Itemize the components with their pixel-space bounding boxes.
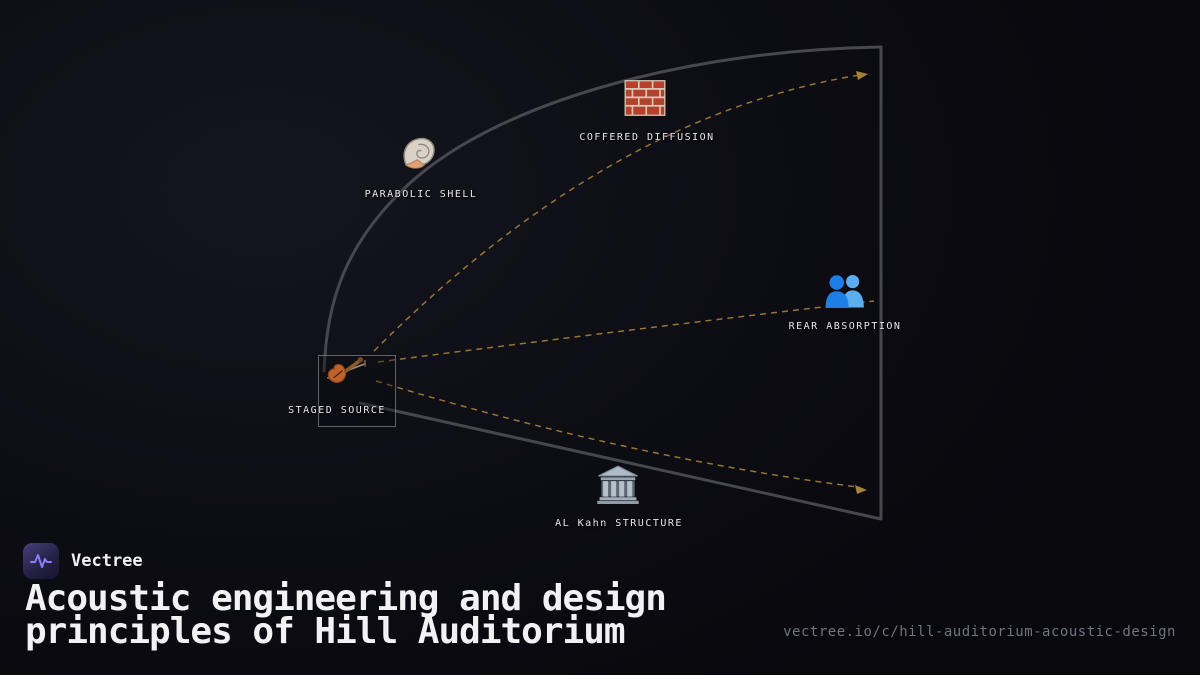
ray-to-ceiling [373,74,861,352]
footer-url: vectree.io/c/hill-auditorium-acoustic-de… [783,624,1176,640]
shell-icon [397,133,441,177]
violin-icon [323,348,371,396]
brand-row: Vectree [23,543,143,579]
page-title-line1: Acoustic engineering and design [25,578,667,619]
hall-outline [322,45,883,521]
node-label-coffered-diffusion: COFFERED DIFFUSION [579,132,715,143]
sound-rays [373,74,875,488]
people-icon [821,271,869,311]
brick-icon [622,75,668,121]
ray-to-floor [375,380,859,488]
node-label-rear-absorption: REAR ABSORPTION [788,321,902,332]
ray-to-rear [377,300,875,363]
node-label-parabolic-shell: PARABOLIC SHELL [364,189,478,200]
brand-name: Vectree [71,551,143,571]
vectree-logo-icon [23,543,59,579]
node-label-staged-source: STAGED SOURCE [288,405,386,416]
node-label-structure: AL Kahn STRUCTURE [555,518,683,529]
ray-arrowheads [855,71,868,494]
building-icon [595,463,641,505]
page-title-line2: principles of Hill Auditorium [25,611,626,652]
page-title: Acoustic engineering and design principl… [25,578,667,652]
